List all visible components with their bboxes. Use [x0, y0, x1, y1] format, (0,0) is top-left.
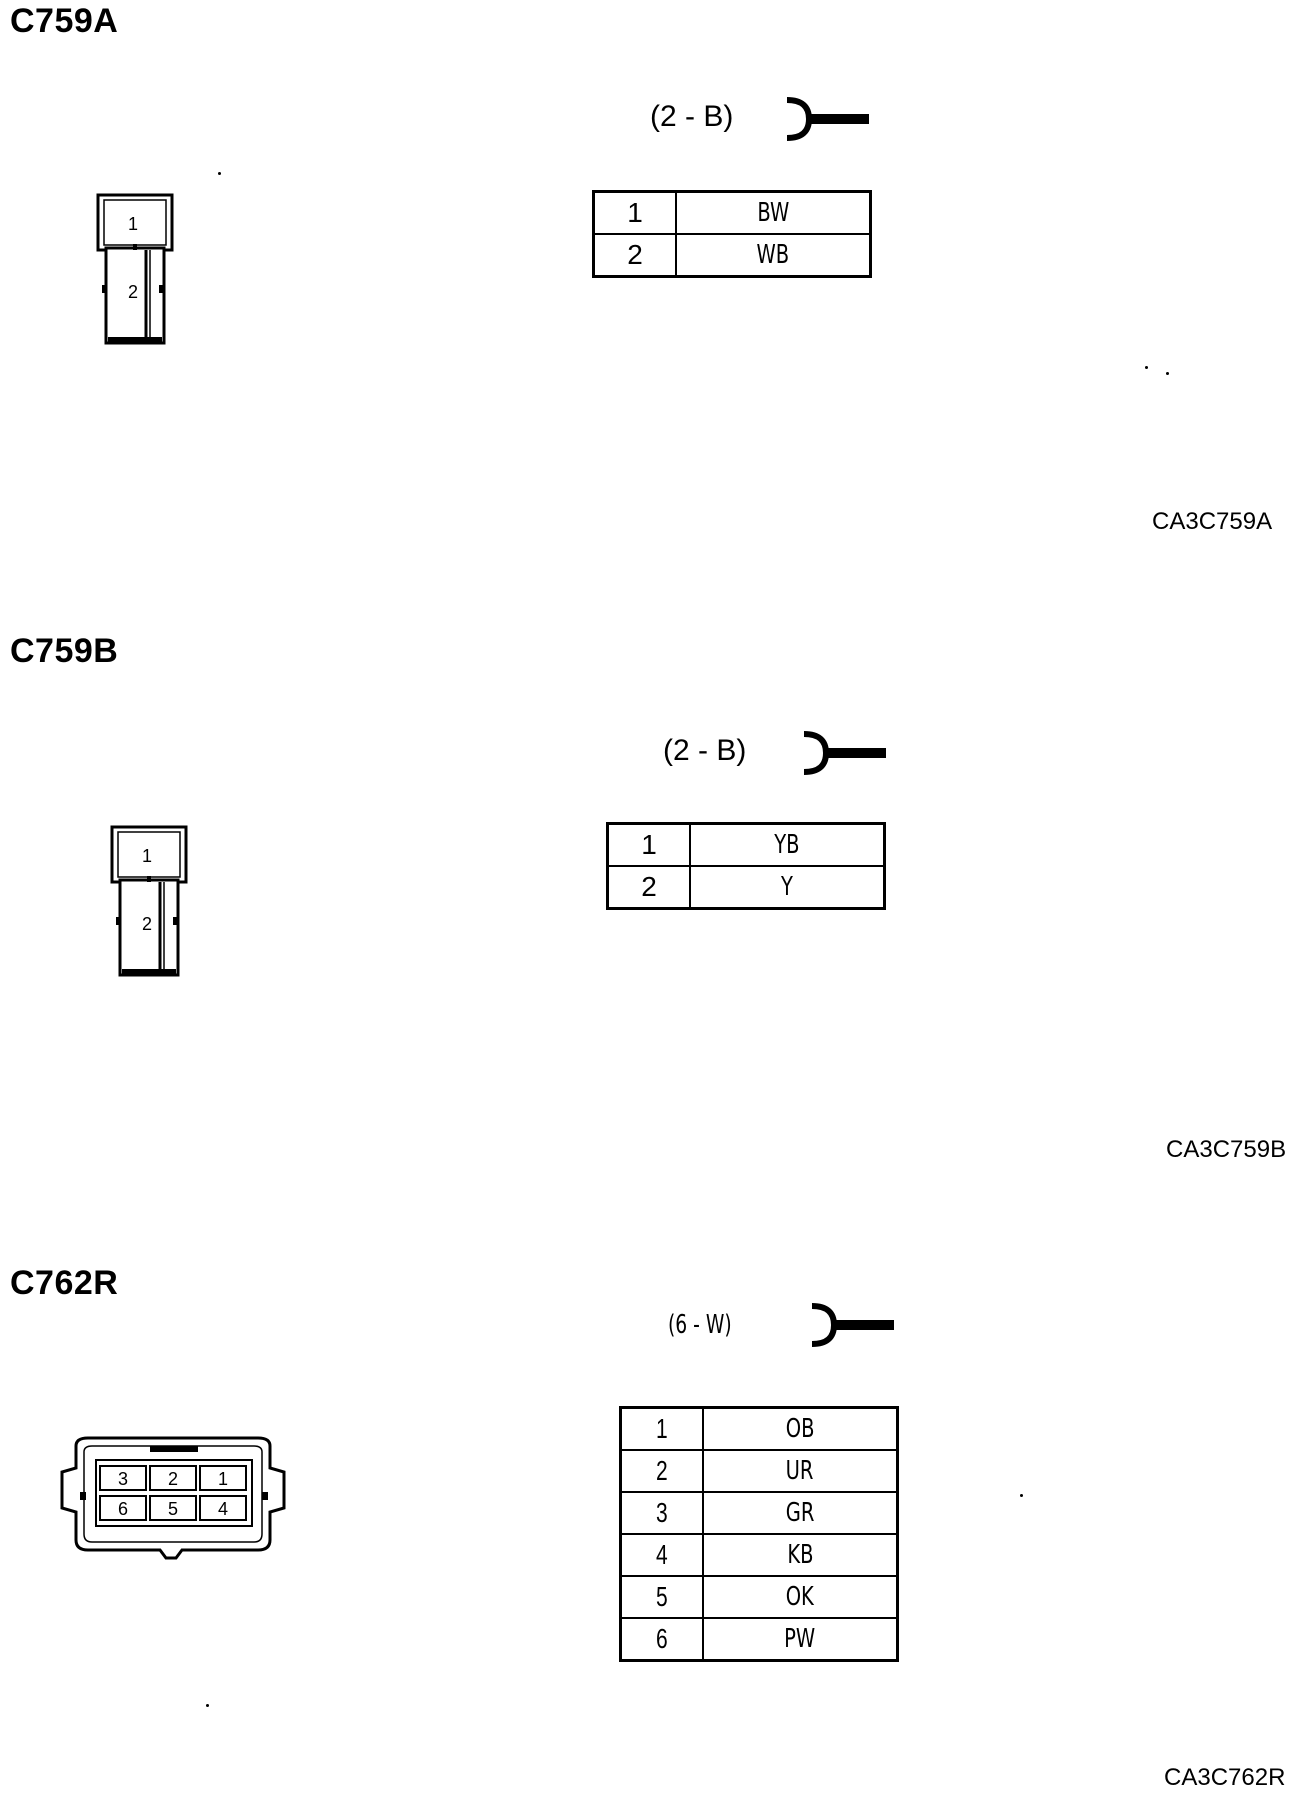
connector-section-c762r: C762R 3 2 1 6 5 4 (6 - W) 1 OB 2 UR [0, 1262, 1312, 1798]
connector-id: C759A [10, 2, 119, 40]
wire-color: Y [689, 865, 886, 910]
table-row: 5 OK [619, 1575, 899, 1619]
wire-color: YB [689, 822, 886, 867]
wire-color: WB [675, 233, 872, 278]
connector-section-c759b: C759B 1 2 (2 - B) 1 YB 2 Y CA3C759B [0, 630, 1312, 1190]
face-pin-label: 1 [128, 214, 138, 234]
table-row: 3 GR [619, 1491, 899, 1535]
pin-table: 1 BW 2 WB [592, 190, 872, 278]
female-terminal-icon [803, 731, 886, 775]
female-terminal-icon [811, 1303, 894, 1347]
table-row: 2 WB [592, 233, 872, 278]
face-pin-label: 3 [118, 1469, 128, 1489]
pin-table: 1 YB 2 Y [606, 822, 886, 910]
face-pin-label: 1 [218, 1469, 228, 1489]
pin-number: 1 [619, 1406, 704, 1451]
pin-number: 2 [606, 865, 691, 910]
connector-spec: (2 - B) [650, 100, 734, 133]
face-pin-label: 2 [142, 914, 152, 934]
connector-face-2pin: 1 2 [96, 193, 174, 345]
pin-number: 6 [619, 1617, 704, 1662]
wire-color: OK [702, 1575, 899, 1619]
face-pin-label: 1 [142, 846, 152, 866]
connector-spec: (2 - B) [663, 734, 747, 767]
table-row: 4 KB [619, 1533, 899, 1577]
pin-number: 1 [592, 190, 677, 235]
table-row: 1 OB [619, 1406, 899, 1451]
pin-number: 1 [606, 822, 691, 867]
pin-number: 2 [592, 233, 677, 278]
pin-number: 5 [619, 1575, 704, 1619]
wire-color: KB [702, 1533, 899, 1577]
figure-code: CA3C759A [1152, 508, 1273, 535]
connector-face-6pin: 3 2 1 6 5 4 [60, 1436, 286, 1560]
figure-code: CA3C762R [1164, 1764, 1286, 1791]
wire-color: UR [702, 1449, 899, 1493]
connector-section-c759a: C759A 1 2 (2 - B) 1 BW 2 WB CA3C759A [0, 0, 1312, 560]
face-pin-label: 5 [168, 1499, 178, 1519]
wire-color: OB [702, 1406, 899, 1451]
table-row: 2 UR [619, 1449, 899, 1493]
wire-color: BW [675, 190, 872, 235]
connector-id: C762R [10, 1264, 119, 1302]
pin-number: 2 [619, 1449, 704, 1493]
connector-id: C759B [10, 632, 119, 670]
table-row: 6 PW [619, 1617, 899, 1662]
face-pin-label: 2 [128, 282, 138, 302]
face-pin-label: 4 [218, 1499, 228, 1519]
pin-number: 4 [619, 1533, 704, 1577]
wire-color: GR [702, 1491, 899, 1535]
scan-speck [218, 172, 221, 175]
face-pin-label: 2 [168, 1469, 178, 1489]
wire-color: PW [702, 1617, 899, 1662]
table-row: 1 BW [592, 190, 872, 235]
scan-speck [1020, 1494, 1023, 1497]
connector-face-2pin: 1 2 [110, 825, 188, 977]
scan-speck [206, 1704, 209, 1707]
table-row: 1 YB [606, 822, 886, 867]
female-terminal-icon [786, 97, 869, 141]
connector-spec: (6 - W) [668, 1310, 732, 1340]
figure-code: CA3C759B [1166, 1136, 1287, 1163]
pin-number: 3 [619, 1491, 704, 1535]
scan-speck [1145, 366, 1148, 369]
scan-speck [1166, 372, 1169, 375]
face-pin-label: 6 [118, 1499, 128, 1519]
pin-table: 1 OB 2 UR 3 GR 4 KB 5 OK 6 PW [619, 1406, 899, 1662]
table-row: 2 Y [606, 865, 886, 910]
